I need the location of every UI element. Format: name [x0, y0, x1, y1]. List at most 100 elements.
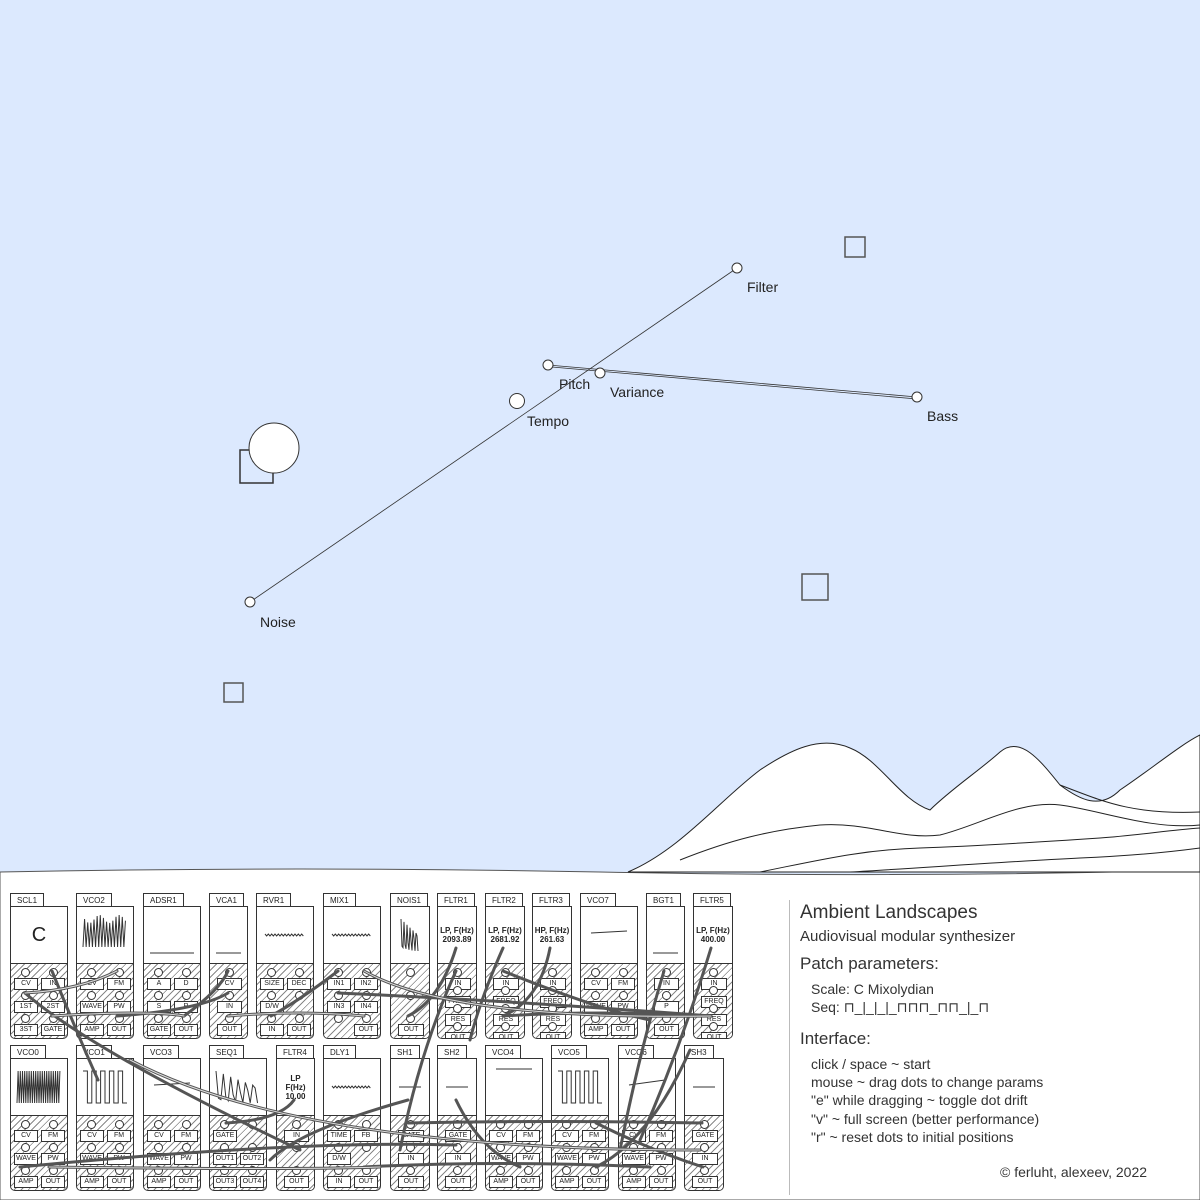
port-jack[interactable] — [154, 1143, 163, 1152]
port-jack[interactable] — [709, 1004, 718, 1013]
module-tab[interactable]: ADSR1 — [143, 893, 184, 907]
port-jack[interactable] — [21, 991, 30, 1000]
port-jack[interactable] — [220, 1120, 229, 1129]
port-jack[interactable] — [524, 1166, 533, 1175]
module-tab[interactable]: VCO0 — [10, 1045, 46, 1059]
port-jack[interactable] — [87, 1014, 96, 1023]
port-jack[interactable] — [619, 1014, 628, 1023]
port-jack[interactable] — [115, 1166, 124, 1175]
module-tab[interactable]: VCO3 — [143, 1045, 179, 1059]
port-jack[interactable] — [524, 1143, 533, 1152]
port-jack[interactable] — [709, 968, 718, 977]
port-jack[interactable] — [590, 1120, 599, 1129]
dot-variance[interactable] — [594, 367, 606, 379]
port-jack[interactable] — [453, 1143, 462, 1152]
port-jack[interactable] — [21, 1143, 30, 1152]
port-jack[interactable] — [453, 1022, 462, 1031]
module-tab[interactable]: VCO4 — [485, 1045, 521, 1059]
port-jack[interactable] — [87, 1120, 96, 1129]
port-jack[interactable] — [709, 986, 718, 995]
port-jack[interactable] — [496, 1120, 505, 1129]
port-jack[interactable] — [619, 968, 628, 977]
port-jack[interactable] — [334, 1014, 343, 1023]
port-jack[interactable] — [291, 1143, 301, 1152]
port-jack[interactable] — [154, 1120, 163, 1129]
port-jack[interactable] — [661, 968, 671, 977]
module-tab[interactable]: FLTR4 — [276, 1045, 314, 1059]
port-jack[interactable] — [21, 1166, 30, 1175]
port-jack[interactable] — [220, 1166, 229, 1175]
port-jack[interactable] — [49, 1143, 58, 1152]
port-jack[interactable] — [661, 1014, 671, 1023]
port-jack[interactable] — [562, 1143, 571, 1152]
module-tab[interactable]: VCO1 — [76, 1045, 112, 1059]
port-jack[interactable] — [362, 1014, 371, 1023]
port-jack[interactable] — [629, 1120, 638, 1129]
port-jack[interactable] — [501, 968, 510, 977]
port-jack[interactable] — [590, 1166, 599, 1175]
port-jack[interactable] — [182, 1166, 191, 1175]
port-jack[interactable] — [362, 1120, 371, 1129]
port-jack[interactable] — [501, 1004, 510, 1013]
port-jack[interactable] — [591, 1014, 600, 1023]
port-jack[interactable] — [115, 1143, 124, 1152]
port-jack[interactable] — [220, 1143, 229, 1152]
module-tab[interactable]: DLY1 — [323, 1045, 357, 1059]
port-jack[interactable] — [334, 1166, 343, 1175]
dot-noise[interactable] — [244, 596, 256, 608]
port-jack[interactable] — [87, 1143, 96, 1152]
port-jack[interactable] — [496, 1143, 505, 1152]
port-jack[interactable] — [182, 968, 191, 977]
port-jack[interactable] — [562, 1120, 571, 1129]
port-jack[interactable] — [87, 968, 96, 977]
module-tab[interactable]: VCO6 — [618, 1045, 654, 1059]
port-jack[interactable] — [406, 968, 415, 977]
port-jack[interactable] — [334, 991, 343, 1000]
module-tab[interactable]: VCO7 — [580, 893, 616, 907]
port-jack[interactable] — [49, 991, 58, 1000]
port-jack[interactable] — [406, 1014, 415, 1023]
port-jack[interactable] — [453, 1166, 462, 1175]
port-jack[interactable] — [248, 1143, 257, 1152]
port-jack[interactable] — [591, 991, 600, 1000]
module-tab[interactable]: VCO2 — [76, 893, 112, 907]
module-tab[interactable]: RVR1 — [256, 893, 292, 907]
port-jack[interactable] — [267, 1014, 276, 1023]
module-tab[interactable]: FLTR5 — [693, 893, 731, 907]
port-jack[interactable] — [657, 1143, 666, 1152]
port-jack[interactable] — [590, 1143, 599, 1152]
port-jack[interactable] — [501, 1022, 510, 1031]
module-tab[interactable]: FLTR1 — [437, 893, 475, 907]
port-jack[interactable] — [453, 968, 462, 977]
port-jack[interactable] — [267, 991, 276, 1000]
port-jack[interactable] — [182, 1014, 191, 1023]
port-jack[interactable] — [496, 1166, 505, 1175]
port-jack[interactable] — [700, 1143, 709, 1152]
module-tab[interactable]: SH1 — [390, 1045, 420, 1059]
port-jack[interactable] — [182, 991, 191, 1000]
port-jack[interactable] — [21, 968, 30, 977]
module-tab[interactable]: VCO5 — [551, 1045, 587, 1059]
port-jack[interactable] — [291, 1120, 301, 1129]
port-jack[interactable] — [224, 968, 234, 977]
port-jack[interactable] — [548, 1004, 557, 1013]
port-jack[interactable] — [248, 1166, 257, 1175]
module-tab[interactable]: FLTR3 — [532, 893, 570, 907]
port-jack[interactable] — [224, 1014, 234, 1023]
port-jack[interactable] — [548, 986, 557, 995]
port-jack[interactable] — [49, 1166, 58, 1175]
module-tab[interactable]: MIX1 — [323, 893, 356, 907]
port-jack[interactable] — [21, 1014, 30, 1023]
port-jack[interactable] — [295, 968, 304, 977]
port-jack[interactable] — [657, 1166, 666, 1175]
port-jack[interactable] — [453, 1120, 462, 1129]
port-jack[interactable] — [548, 1022, 557, 1031]
port-jack[interactable] — [154, 968, 163, 977]
port-jack[interactable] — [49, 968, 58, 977]
dot-tempo[interactable] — [509, 393, 525, 409]
port-jack[interactable] — [406, 991, 415, 1000]
port-jack[interactable] — [362, 991, 371, 1000]
dot-pitch[interactable] — [542, 359, 554, 371]
port-jack[interactable] — [591, 968, 600, 977]
port-jack[interactable] — [619, 991, 628, 1000]
